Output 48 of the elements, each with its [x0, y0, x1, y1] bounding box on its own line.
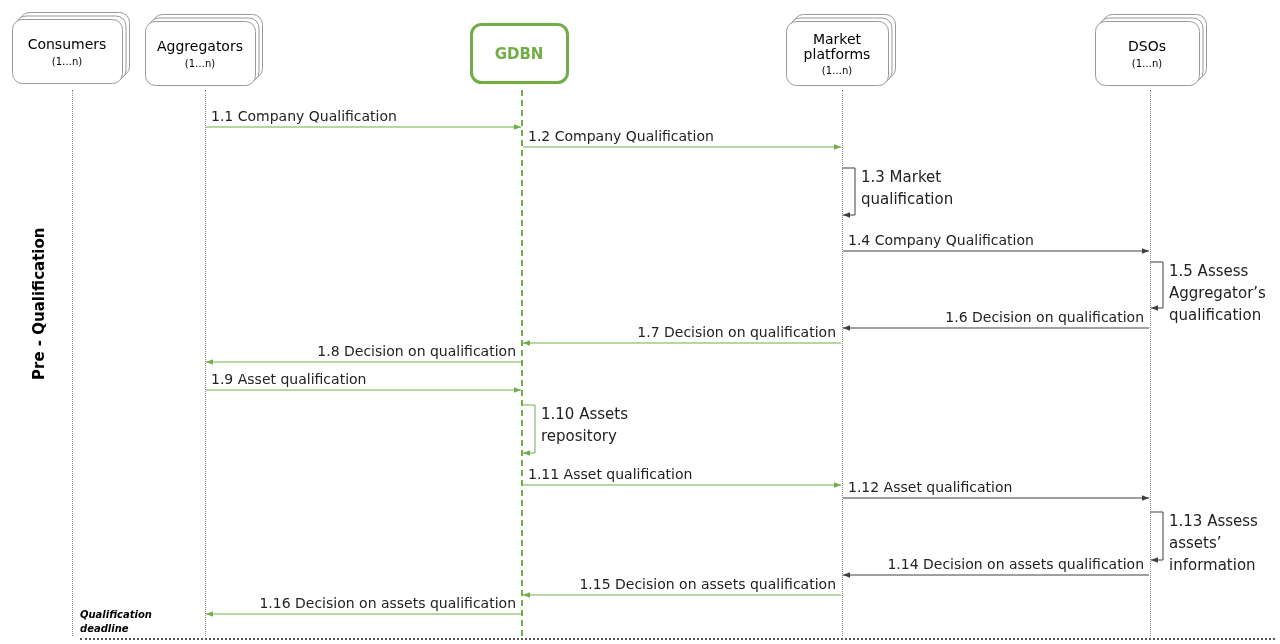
multiplicity-label: (1…n)	[821, 65, 853, 77]
message-label: 1.6 Decision on qualification	[945, 308, 1144, 326]
message-label: 1.7 Decision on qualification	[637, 323, 836, 341]
message-label: 1.16 Decision on assets qualification	[259, 594, 516, 612]
message-arrow	[842, 248, 1150, 254]
message-arrow	[205, 387, 522, 393]
message-arrow	[521, 404, 536, 456]
participant-box	[12, 12, 130, 84]
participant-box	[1095, 14, 1207, 86]
participant-name: GDBN	[494, 45, 544, 63]
participant-name: DSOs	[1127, 39, 1167, 55]
message-label: 1.1 Company Qualification	[211, 107, 397, 125]
multiplicity-label: (1…n)	[1131, 57, 1163, 69]
participant-box	[786, 14, 896, 86]
message-arrow	[522, 340, 842, 346]
lifeline	[71, 90, 73, 636]
participant-name: Market platforms	[802, 31, 872, 63]
message-label: 1.9 Asset qualification	[211, 370, 367, 388]
section-title: Pre - Qualification	[30, 227, 48, 380]
message-arrow	[841, 167, 856, 218]
message-arrow	[205, 611, 522, 617]
lifeline	[841, 90, 843, 636]
message-label: 1.15 Decision on assets qualification	[579, 575, 836, 593]
message-label: 1.12 Asset qualification	[848, 478, 1013, 496]
message-arrow	[205, 359, 522, 365]
message-arrow	[842, 325, 1150, 331]
message-arrow	[1149, 261, 1164, 311]
participant-name: Consumers	[26, 37, 108, 53]
message-label: 1.11 Asset qualification	[528, 465, 693, 483]
multiplicity-label: (1…n)	[184, 57, 216, 69]
message-arrow	[1149, 511, 1164, 563]
message-label: 1.4 Company Qualification	[848, 231, 1034, 249]
message-arrow	[522, 482, 842, 488]
message-label: 1.14 Decision on assets qualification	[887, 555, 1144, 573]
participant-name: Aggregators	[156, 39, 244, 55]
participant-box	[145, 14, 263, 86]
message-arrow	[205, 124, 522, 130]
message-arrow	[842, 495, 1150, 501]
lifeline	[521, 90, 523, 636]
lifeline	[1149, 90, 1151, 636]
multiplicity-label: (1…n)	[51, 55, 83, 67]
message-label: 1.8 Decision on qualification	[317, 342, 516, 360]
deadline-note: Qualification deadline	[80, 608, 153, 636]
message-arrow	[842, 572, 1150, 578]
lifeline	[204, 90, 206, 636]
message-arrow	[522, 592, 842, 598]
message-label: 1.2 Company Qualification	[528, 127, 714, 145]
message-arrow	[522, 144, 842, 150]
